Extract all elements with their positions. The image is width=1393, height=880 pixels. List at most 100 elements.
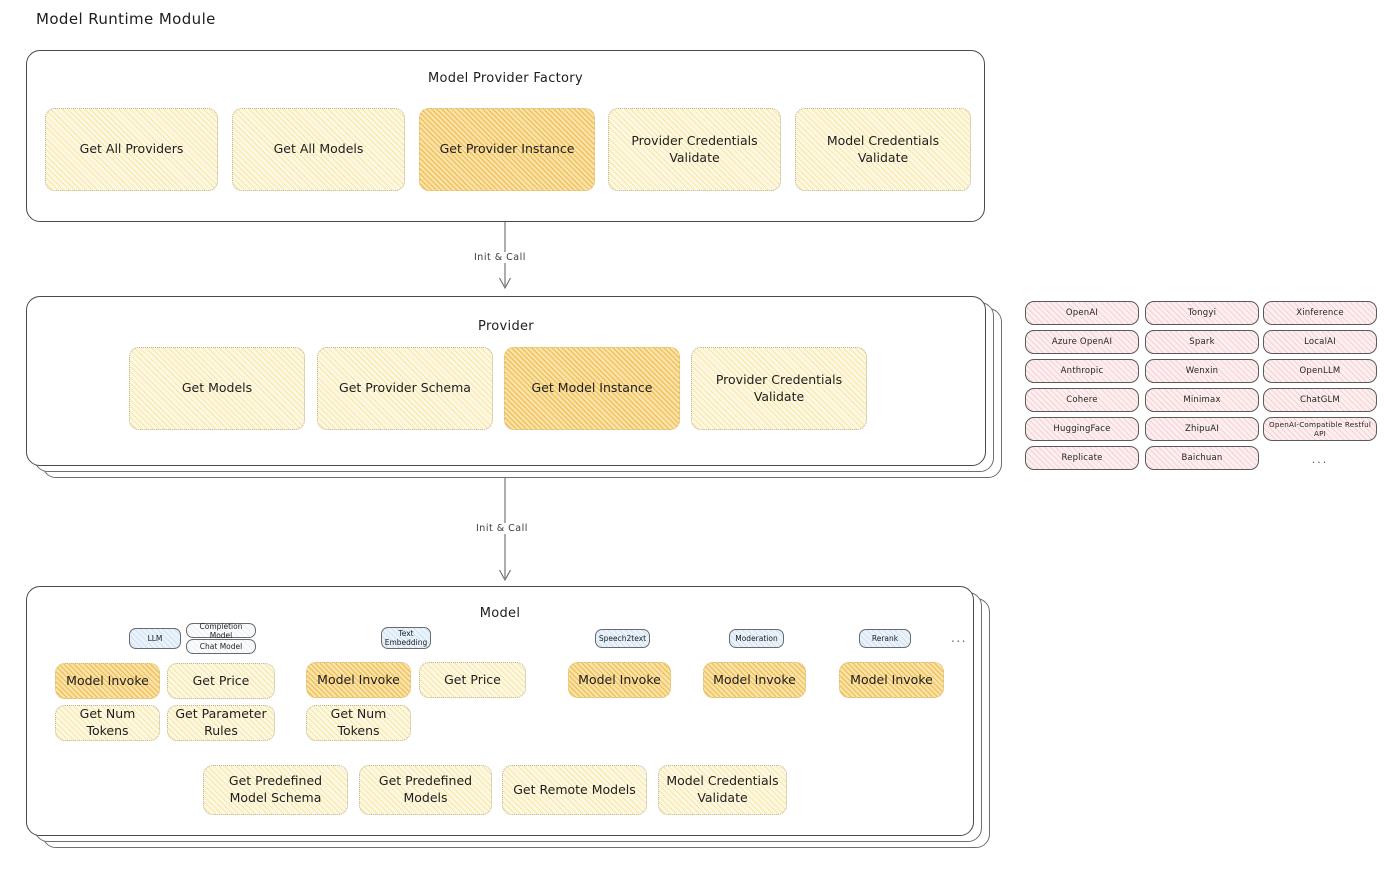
rerank-method-label: Model Invoke — [850, 671, 933, 687]
page-title: Model Runtime Module — [36, 10, 216, 28]
provider-method-get-model-instance[interactable]: Get Model Instance — [504, 347, 680, 430]
model-shared-method-get-predefined-models[interactable]: Get Predefined Models — [359, 765, 492, 815]
provider-chip-tongyi[interactable]: Tongyi — [1145, 301, 1259, 325]
llm-method-label: Get Num Tokens — [79, 706, 136, 738]
provider-chip-label: Spark — [1189, 337, 1215, 347]
provider-chip-label: OpenAI-Compatible Restful API — [1268, 420, 1372, 438]
model-type-badge-rerank[interactable]: Rerank — [859, 629, 911, 648]
provider-chip-openai[interactable]: OpenAI — [1025, 301, 1139, 325]
llm-method-get-num-tokens[interactable]: Get Num Tokens — [55, 705, 160, 741]
factory-method-label: Get Provider Instance — [439, 141, 575, 157]
llm-method-label: Get Parameter Rules — [175, 706, 267, 738]
factory-method-label: Model Credentials Validate — [826, 132, 940, 165]
model-type-badge-label: LLM — [147, 634, 163, 643]
provider-method-label: Get Models — [181, 380, 253, 396]
model-types-more: ... — [951, 631, 967, 645]
provider-chip-label: Baichuan — [1181, 453, 1223, 463]
panel-label-model: Model — [479, 606, 521, 621]
provider-method-get-models[interactable]: Get Models — [129, 347, 305, 430]
model-type-badge-text-embedding[interactable]: Text Embedding — [381, 627, 431, 649]
speech2text-method-model-invoke[interactable]: Model Invoke — [568, 662, 671, 698]
model-type-badge-label: Text Embedding — [384, 629, 428, 647]
model-shared-method-label: Model Credentials Validate — [666, 773, 779, 805]
model-shared-method-label: Get Predefined Model Schema — [228, 773, 323, 805]
model-type-badge-speech2text[interactable]: Speech2text — [595, 629, 650, 648]
moderation-method-model-invoke[interactable]: Model Invoke — [703, 662, 806, 698]
model-subtype-badge-label: Chat Model — [199, 642, 243, 651]
model-shared-method-get-predefined-model-schema[interactable]: Get Predefined Model Schema — [203, 765, 348, 815]
llm-method-get-price[interactable]: Get Price — [167, 663, 275, 699]
provider-chip-label: Cohere — [1066, 395, 1098, 405]
provider-method-get-provider-schema[interactable]: Get Provider Schema — [317, 347, 493, 430]
model-shared-method-model-credentials-validate[interactable]: Model Credentials Validate — [658, 765, 787, 815]
provider-chip-label: Tongyi — [1187, 308, 1217, 318]
factory-method-get-all-models[interactable]: Get All Models — [232, 108, 405, 191]
model-type-badge-moderation[interactable]: Moderation — [729, 629, 784, 648]
provider-list-more: ... — [1311, 452, 1329, 466]
llm-method-label: Model Invoke — [66, 672, 149, 688]
text-embedding-method-get-price[interactable]: Get Price — [419, 662, 526, 698]
provider-chip-label: Anthropic — [1060, 366, 1104, 376]
provider-chip-label: HuggingFace — [1053, 424, 1111, 434]
text-embedding-method-label: Get Num Tokens — [330, 706, 387, 738]
provider-chip-zhipuai[interactable]: ZhipuAI — [1145, 417, 1259, 441]
provider-chip-chatglm[interactable]: ChatGLM — [1263, 388, 1377, 412]
llm-method-model-invoke[interactable]: Model Invoke — [55, 663, 160, 699]
model-shared-method-get-remote-models[interactable]: Get Remote Models — [502, 765, 647, 815]
provider-chip-label: ChatGLM — [1300, 395, 1340, 405]
text-embedding-method-label: Get Price — [444, 671, 501, 687]
model-shared-method-label: Get Remote Models — [513, 781, 636, 797]
factory-method-model-credentials-validate[interactable]: Model Credentials Validate — [795, 108, 971, 191]
provider-chip-label: Replicate — [1061, 453, 1103, 463]
text-embedding-method-get-num-tokens[interactable]: Get Num Tokens — [306, 705, 411, 741]
provider-chip-xinference[interactable]: Xinference — [1263, 301, 1377, 325]
factory-method-label: Get All Providers — [79, 141, 184, 157]
model-subtype-badge-label: Completion Model — [199, 621, 243, 640]
provider-method-label: Provider Credentials Validate — [715, 371, 843, 404]
provider-chip-label: OpenAI — [1065, 308, 1099, 318]
provider-chip-baichuan[interactable]: Baichuan — [1145, 446, 1259, 470]
provider-chip-wenxin[interactable]: Wenxin — [1145, 359, 1259, 383]
provider-chip-minimax[interactable]: Minimax — [1145, 388, 1259, 412]
model-subtype-badge-completion-model[interactable]: Completion Model — [186, 621, 256, 640]
provider-chip-label: Wenxin — [1185, 366, 1219, 376]
text-embedding-method-model-invoke[interactable]: Model Invoke — [306, 662, 411, 698]
provider-chip-openllm[interactable]: OpenLLM — [1263, 359, 1377, 383]
model-subtype-badge-chat-model[interactable]: Chat Model — [186, 639, 256, 654]
provider-method-label: Get Model Instance — [531, 380, 653, 396]
model-type-badge-label: Moderation — [735, 634, 778, 643]
arrow-label-init-call-1: Init & Call — [470, 252, 530, 263]
provider-chip-label: Xinference — [1296, 308, 1344, 318]
provider-chip-anthropic[interactable]: Anthropic — [1025, 359, 1139, 383]
provider-chip-cohere[interactable]: Cohere — [1025, 388, 1139, 412]
provider-chip-huggingface[interactable]: HuggingFace — [1025, 417, 1139, 441]
provider-chip-label: LocalAI — [1304, 337, 1336, 347]
provider-chip-localai[interactable]: LocalAI — [1263, 330, 1377, 354]
llm-method-get-parameter-rules[interactable]: Get Parameter Rules — [167, 705, 275, 741]
model-type-badge-llm[interactable]: LLM — [129, 628, 181, 649]
text-embedding-method-label: Model Invoke — [317, 671, 400, 687]
speech2text-method-label: Model Invoke — [578, 671, 661, 687]
factory-method-label: Get All Models — [273, 141, 364, 157]
factory-method-get-all-providers[interactable]: Get All Providers — [45, 108, 218, 191]
provider-method-label: Get Provider Schema — [339, 380, 471, 396]
provider-chip-azure-openai[interactable]: Azure OpenAI — [1025, 330, 1139, 354]
llm-method-label: Get Price — [192, 672, 250, 688]
provider-chip-label: OpenLLM — [1299, 366, 1341, 376]
rerank-method-model-invoke[interactable]: Model Invoke — [839, 662, 944, 698]
factory-method-provider-credentials-validate[interactable]: Provider Credentials Validate — [608, 108, 781, 191]
factory-method-get-provider-instance[interactable]: Get Provider Instance — [419, 108, 595, 191]
factory-method-label: Provider Credentials Validate — [631, 132, 758, 165]
panel-label-provider: Provider — [478, 319, 534, 334]
provider-chip-label: ZhipuAI — [1184, 424, 1220, 434]
model-type-badge-label: Rerank — [871, 634, 899, 643]
provider-chip-replicate[interactable]: Replicate — [1025, 446, 1139, 470]
provider-chip-openai-compatible-restful-api[interactable]: OpenAI-Compatible Restful API — [1263, 417, 1377, 441]
provider-method-provider-credentials-validate[interactable]: Provider Credentials Validate — [691, 347, 867, 430]
arrow-label-init-call-2: Init & Call — [472, 523, 532, 534]
provider-chip-spark[interactable]: Spark — [1145, 330, 1259, 354]
provider-chip-label: Minimax — [1183, 395, 1221, 405]
panel-label-factory: Model Provider Factory — [428, 71, 583, 86]
model-type-badge-label: Speech2text — [598, 634, 647, 643]
